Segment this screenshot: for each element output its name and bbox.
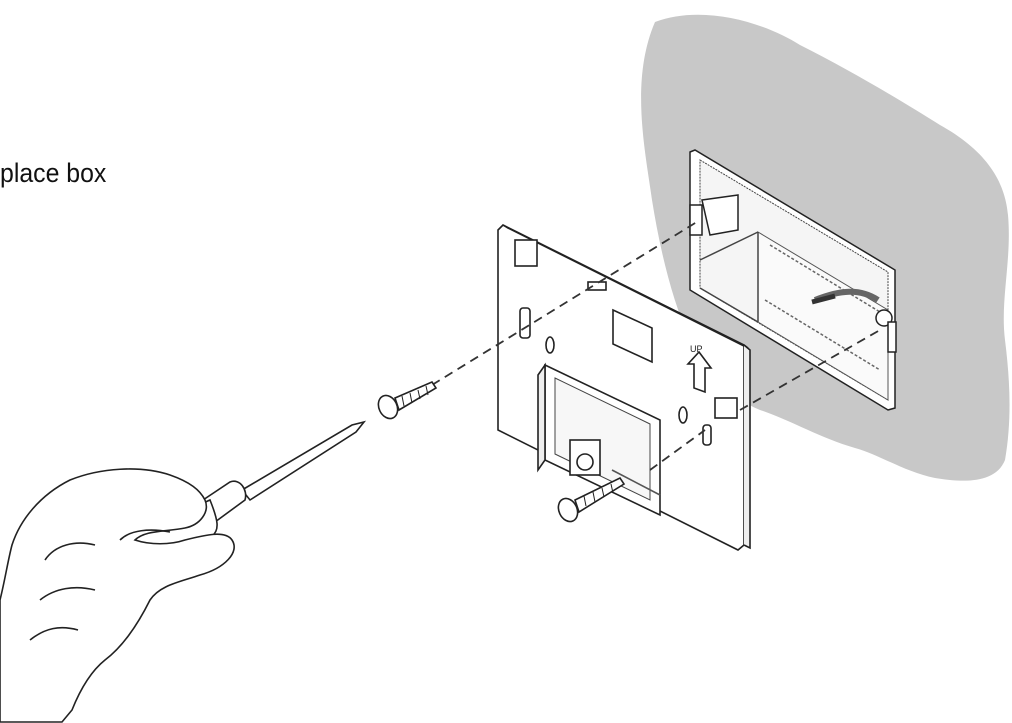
- electrical-box: [689, 149, 897, 411]
- screw-upper: [377, 381, 438, 420]
- alignment-guides: [431, 219, 881, 471]
- up-arrow-label: UP: [690, 344, 703, 354]
- screw-lower: [557, 476, 626, 523]
- mounting-plate: [497, 224, 751, 551]
- up-arrow-icon: UP: [686, 344, 713, 394]
- hand: [0, 468, 235, 723]
- step-caption: place box: [0, 158, 107, 188]
